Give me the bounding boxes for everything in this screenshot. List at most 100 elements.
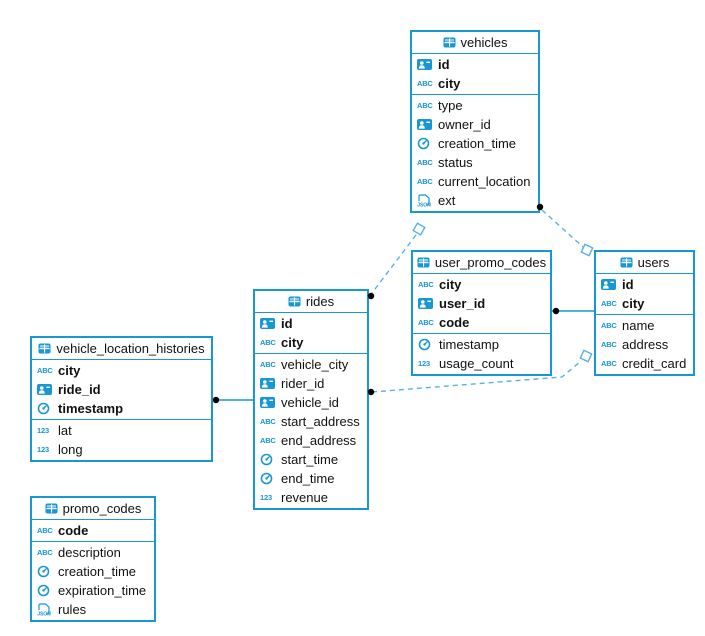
column-name: end_time — [281, 471, 335, 486]
column-row-id[interactable]: id — [596, 275, 693, 294]
number-type-icon: 123 — [260, 492, 272, 502]
string-type-icon: ABC — [260, 337, 276, 347]
table-vehicle_location_histories[interactable]: vehicle_location_histories ABC city ride_… — [30, 336, 213, 462]
column-name: vehicle_city — [281, 357, 349, 372]
relationship-diamond — [579, 349, 593, 363]
string-type-icon: ABC — [601, 339, 617, 349]
column-row-vehicle_id[interactable]: vehicle_id — [255, 393, 367, 412]
column-row-city[interactable]: ABC city — [32, 361, 211, 380]
column-name: revenue — [281, 490, 328, 505]
table-grid-icon — [443, 37, 456, 48]
column-name: user_id — [439, 296, 486, 311]
string-type-icon: ABC — [417, 176, 433, 186]
column-name: code — [439, 315, 470, 330]
string-type-icon-wrap: ABC — [260, 418, 277, 426]
column-row-timestamp[interactable]: timestamp — [413, 335, 550, 354]
number-type-icon: 123 — [37, 425, 49, 435]
column-name: current_location — [438, 174, 531, 189]
datetime-type-icon — [418, 338, 431, 351]
string-type-icon: ABC — [601, 358, 617, 368]
key-columns-section: ABC city ride_id timestamp — [32, 360, 211, 420]
table-title: promo_codes — [62, 501, 142, 516]
column-row-vehicle_city[interactable]: ABC vehicle_city — [255, 355, 367, 374]
column-name: city — [281, 335, 304, 350]
string-type-icon-wrap: ABC — [37, 367, 54, 375]
ref-type-icon — [418, 298, 433, 309]
column-name: code — [58, 523, 89, 538]
ref-type-icon-wrap — [260, 397, 277, 408]
table-title: users — [637, 255, 670, 270]
table-header[interactable]: promo_codes — [32, 498, 154, 520]
column-row-start_time[interactable]: start_time — [255, 450, 367, 469]
datetime-type-icon-wrap — [417, 137, 434, 150]
column-row-expiration_time[interactable]: expiration_time — [32, 581, 154, 600]
relationship-line-rides-vehicles[interactable] — [371, 234, 417, 294]
table-header[interactable]: vehicle_location_histories — [32, 338, 211, 360]
key-columns-section: ABC code — [32, 520, 154, 542]
relationship-dot — [552, 307, 560, 315]
column-row-code[interactable]: ABC code — [32, 521, 154, 540]
ref-type-icon — [260, 397, 275, 408]
column-row-creation_time[interactable]: creation_time — [412, 134, 538, 153]
string-type-icon: ABC — [37, 525, 53, 535]
ref-type-icon — [601, 279, 616, 290]
column-row-rider_id[interactable]: rider_id — [255, 374, 367, 393]
column-row-ride_id[interactable]: ride_id — [32, 380, 211, 399]
column-row-timestamp[interactable]: timestamp — [32, 399, 211, 418]
datetime-type-icon — [260, 453, 273, 466]
column-name: city — [58, 363, 81, 378]
table-header[interactable]: users — [596, 252, 693, 274]
column-row-city[interactable]: ABC city — [255, 333, 367, 352]
table-header[interactable]: vehicles — [412, 32, 538, 54]
column-row-creation_time[interactable]: creation_time — [32, 562, 154, 581]
json-type-icon: JSON — [417, 194, 431, 207]
string-type-icon-wrap: ABC — [260, 361, 277, 369]
number-type-icon: 123 — [37, 444, 49, 454]
column-row-owner_id[interactable]: owner_id — [412, 115, 538, 134]
column-name: type — [438, 98, 463, 113]
column-row-id[interactable]: id — [255, 314, 367, 333]
ref-type-icon-wrap — [601, 279, 618, 290]
column-name: expiration_time — [58, 583, 147, 598]
string-type-icon: ABC — [417, 78, 433, 88]
table-header[interactable]: user_promo_codes — [413, 252, 550, 274]
datetime-type-icon — [37, 565, 50, 578]
column-row-id[interactable]: id — [412, 55, 538, 74]
column-row-current_location[interactable]: ABC current_location — [412, 172, 538, 191]
column-name: start_time — [281, 452, 339, 467]
string-type-icon-wrap: ABC — [601, 341, 618, 349]
column-name: rules — [58, 602, 87, 617]
table-grid-icon — [620, 257, 633, 268]
relationship-line-vehicles-users[interactable] — [541, 209, 584, 248]
column-name: timestamp — [439, 337, 499, 352]
ref-type-icon — [417, 59, 432, 70]
datetime-type-icon — [260, 472, 273, 485]
table-header[interactable]: rides — [255, 291, 367, 313]
column-row-revenue[interactable]: 123 revenue — [255, 488, 367, 507]
string-type-icon-wrap: ABC — [601, 322, 618, 330]
column-row-user_id[interactable]: user_id — [413, 294, 550, 313]
column-row-end_time[interactable]: end_time — [255, 469, 367, 488]
